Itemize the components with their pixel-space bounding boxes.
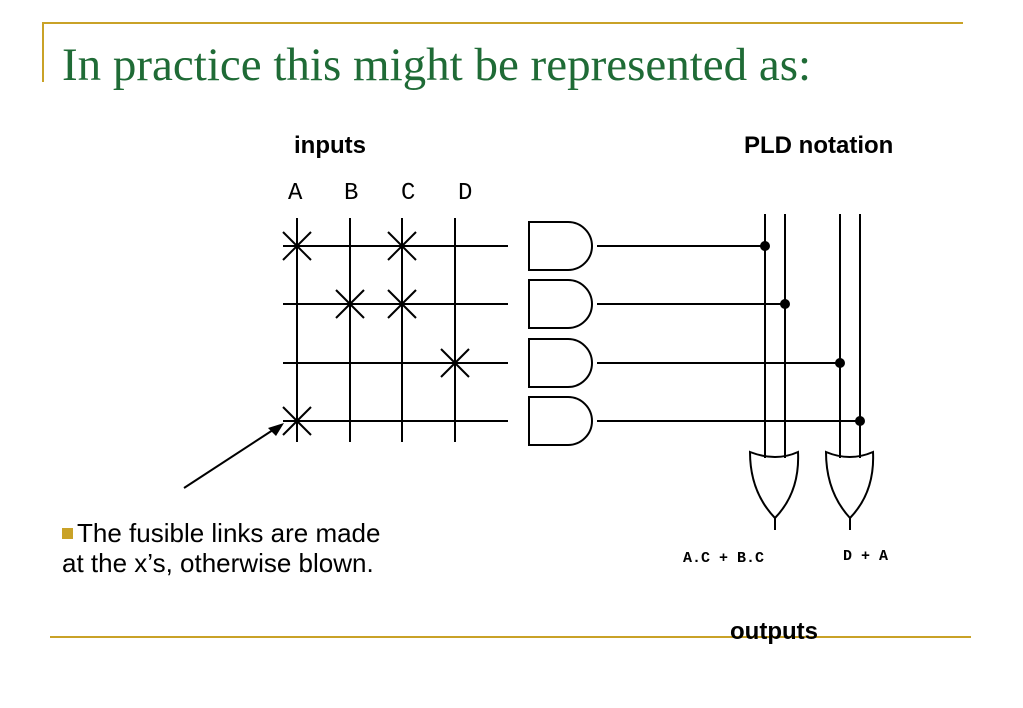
frame-top-rule [42, 22, 963, 24]
or-gate-1 [748, 450, 800, 520]
note-text: The fusible links are made at the x’s, o… [62, 518, 381, 578]
fuse-x-icon [282, 231, 312, 261]
output-expression-1: A.C + B.C [683, 550, 765, 567]
fuse-x-icon [387, 231, 417, 261]
input-label-a: A [288, 180, 303, 207]
connection-dot [760, 241, 770, 251]
fusible-links-note: The fusible links are made at the x’s, o… [62, 518, 402, 578]
pld-notation-label: PLD notation [744, 132, 894, 159]
input-label-c: C [401, 180, 416, 207]
connection-dot [835, 358, 845, 368]
input-label-b: B [344, 180, 359, 207]
and-gate-1 [528, 221, 593, 271]
fuse-x-icon [440, 348, 470, 378]
or-gate-2 [824, 450, 875, 520]
and-gate-2 [528, 279, 593, 329]
pointer-arrow-line [183, 427, 277, 489]
connection-dot [855, 416, 865, 426]
arrow-head-icon [268, 423, 284, 436]
connection-dot [780, 299, 790, 309]
and-gate-4 [528, 396, 593, 446]
slide-title: In practice this might be represented as… [62, 39, 812, 91]
fuse-x-icon [387, 289, 417, 319]
fuse-x-icon [335, 289, 365, 319]
fuse-x-icon [282, 406, 312, 436]
frame-bottom-rule [50, 636, 971, 638]
frame-left-rule [42, 22, 44, 82]
and-gate-3 [528, 338, 593, 388]
outputs-label: outputs [730, 618, 818, 645]
bullet-square-icon [62, 528, 73, 539]
output-expression-2: D + A [843, 548, 889, 565]
input-label-d: D [458, 180, 473, 207]
inputs-label: inputs [294, 132, 366, 159]
